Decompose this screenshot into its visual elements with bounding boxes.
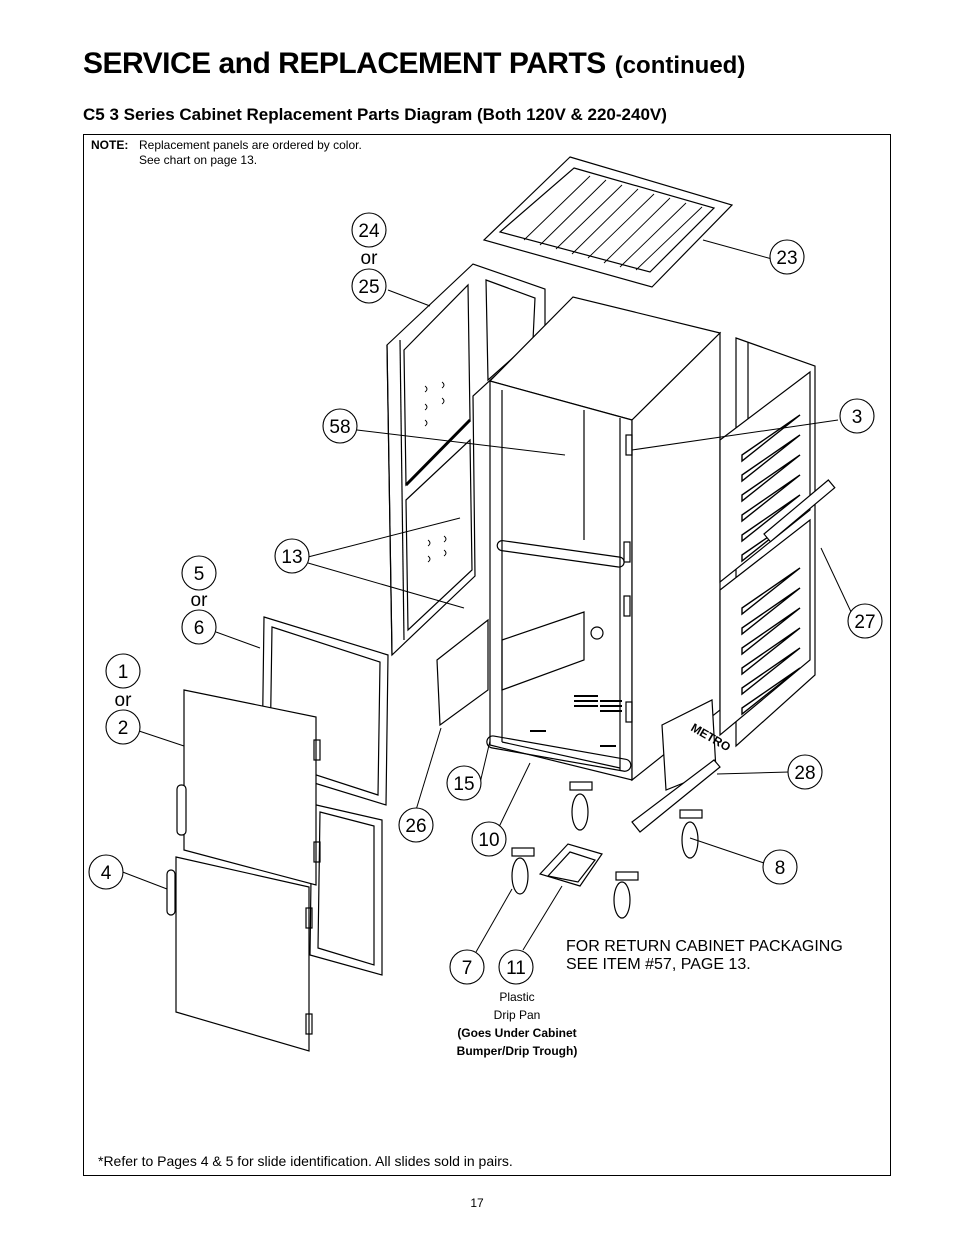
return-note-line-2: SEE ITEM #57, PAGE 13. — [566, 956, 751, 973]
note-line-2: See chart on page 13. — [139, 153, 258, 167]
callout-24: 24 — [358, 221, 380, 242]
return-note-line-1: FOR RETURN CABINET PACKAGING — [566, 938, 843, 955]
right-side-panel — [719, 337, 836, 748]
drip-pan — [538, 843, 603, 887]
callout-3-circle — [839, 398, 875, 434]
callout-25: 25 — [358, 277, 379, 298]
cabinet-body — [486, 296, 722, 782]
section-title: C5 3 Series Cabinet Replacement Parts Di… — [83, 105, 667, 124]
callout-15-circle — [446, 765, 482, 801]
callout-58-circle — [322, 408, 358, 444]
callout-1: 1 — [118, 662, 129, 683]
callout-26-circle — [398, 807, 434, 843]
callout-25-circle — [351, 268, 387, 304]
callout-or-5-6: or — [191, 590, 209, 611]
callout-3: 3 — [852, 407, 863, 428]
callout-10-circle — [471, 821, 507, 857]
callout-or-24-25: or — [361, 248, 379, 269]
note-label: NOTE: — [91, 138, 129, 152]
note-block: NOTE: Replacement panels are ordered by c… — [91, 138, 362, 168]
callout-23-circle — [769, 239, 805, 275]
callout-1-circle — [105, 653, 141, 689]
callout-28: 28 — [794, 763, 815, 784]
callout-6-circle — [181, 609, 217, 645]
drip-pan-caption: Plastic Drip Pan (Goes Under Cabinet Bum… — [440, 988, 594, 1060]
casters — [511, 781, 703, 919]
note-line-1: Replacement panels are ordered by color. — [139, 138, 362, 152]
callout-11: 11 — [506, 958, 526, 979]
leader-lines — [119, 239, 853, 953]
door-gasket-lower — [309, 803, 383, 976]
callout-2-circle — [105, 709, 141, 745]
callout-15: 15 — [453, 774, 474, 795]
callout-26: 26 — [405, 816, 426, 837]
callout-2: 2 — [118, 718, 129, 739]
title-main: SERVICE and REPLACEMENT PARTS — [83, 47, 606, 80]
footnote: *Refer to Pages 4 & 5 for slide identifi… — [98, 1153, 513, 1169]
callout-23: 23 — [776, 248, 797, 269]
title-continued: (continued) — [614, 52, 746, 79]
hinge-brackets — [623, 434, 633, 723]
callout-13-circle — [274, 538, 310, 574]
callout-27: 27 — [854, 612, 875, 633]
inner-door-trim — [436, 618, 489, 727]
lower-door — [166, 856, 313, 1052]
callout-27-circle — [847, 603, 883, 639]
callouts — [88, 212, 883, 985]
diagram-frame — [83, 134, 891, 1176]
callout-28-circle — [787, 754, 823, 790]
callout-labels: 24 or 25 23 58 3 13 5 or 6 27 1 or 2 15 … — [101, 221, 876, 979]
callout-10: 10 — [478, 830, 499, 851]
callout-4: 4 — [101, 863, 112, 884]
drip-line-2: Drip Pan — [493, 1008, 541, 1022]
return-packaging-note: FOR RETURN CABINET PACKAGING SEE ITEM #5… — [566, 938, 843, 974]
callout-11-circle — [498, 949, 534, 985]
drip-trough — [631, 759, 721, 833]
callout-8: 8 — [775, 858, 786, 879]
callout-or-1-2: or — [115, 690, 133, 711]
callout-5-circle — [181, 555, 217, 591]
top-panel — [482, 156, 734, 288]
drip-line-3: (Goes Under Cabinet — [457, 1026, 577, 1040]
page-title: SERVICE and REPLACEMENT PARTS (continued… — [83, 44, 745, 81]
callout-4-circle — [88, 854, 124, 890]
callout-5: 5 — [194, 564, 205, 585]
drip-line-1: Plastic — [499, 990, 535, 1004]
callout-24-circle — [351, 212, 387, 248]
callout-13: 13 — [281, 547, 302, 568]
page-number: 17 — [470, 1196, 484, 1210]
callout-6: 6 — [194, 618, 205, 639]
upper-door — [176, 689, 321, 886]
callout-7-circle — [449, 949, 485, 985]
callout-8-circle — [762, 849, 798, 885]
callout-7: 7 — [462, 958, 473, 979]
callout-58: 58 — [329, 417, 350, 438]
drip-line-4: Bumper/Drip Trough) — [456, 1044, 578, 1058]
